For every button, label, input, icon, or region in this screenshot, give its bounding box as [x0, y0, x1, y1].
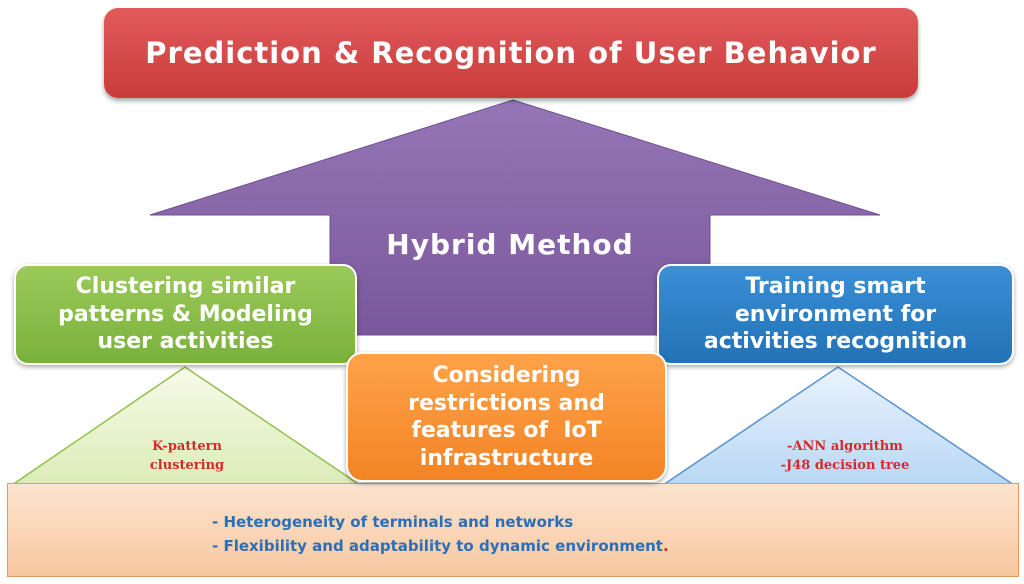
- clustering-line: user activities: [97, 329, 274, 355]
- j48-line: -J48 decision tree: [780, 457, 910, 473]
- training-box: Training smart environment for activitie…: [657, 264, 1014, 365]
- clustering-box: Clustering similar patterns & Modeling u…: [14, 264, 357, 365]
- title-box: Prediction & Recognition of User Behavio…: [104, 8, 918, 98]
- k-pattern-line: clustering: [149, 457, 225, 473]
- hybrid-method-label: Hybrid Method: [386, 228, 634, 261]
- ann-line: -ANN algorithm: [787, 439, 903, 454]
- iot-line: features of IoT: [411, 418, 602, 443]
- iot-line: Considering: [432, 363, 581, 388]
- iot-line: restrictions and: [408, 390, 605, 416]
- clustering-line: Clustering similar: [75, 274, 296, 300]
- heterogeneity-line: - Heterogeneity of terminals and network…: [212, 513, 574, 531]
- flexibility-text: - Flexibility and adaptability to dynami…: [212, 537, 663, 555]
- title-text: Prediction & Recognition of User Behavio…: [145, 35, 877, 70]
- infrastructure-base-box: [7, 483, 1019, 577]
- training-line: Training smart: [745, 274, 926, 300]
- flexibility-period: .: [662, 537, 669, 555]
- flexibility-line: - Flexibility and adaptability to dynami…: [212, 534, 669, 558]
- iot-line: infrastructure: [419, 445, 594, 471]
- ann-j48-text: -ANN algorithm -J48 decision tree: [750, 438, 940, 476]
- iot-considerations-box: Considering restrictions and features of…: [346, 352, 667, 482]
- clustering-line: patterns & Modeling: [58, 301, 313, 327]
- k-pattern-line: K-pattern: [152, 439, 222, 454]
- training-line: environment for: [734, 301, 937, 327]
- k-pattern-text: K-pattern clustering: [112, 438, 262, 476]
- bottom-text: - Heterogeneity of terminals and network…: [212, 510, 669, 558]
- training-line: activities recognition: [703, 329, 968, 355]
